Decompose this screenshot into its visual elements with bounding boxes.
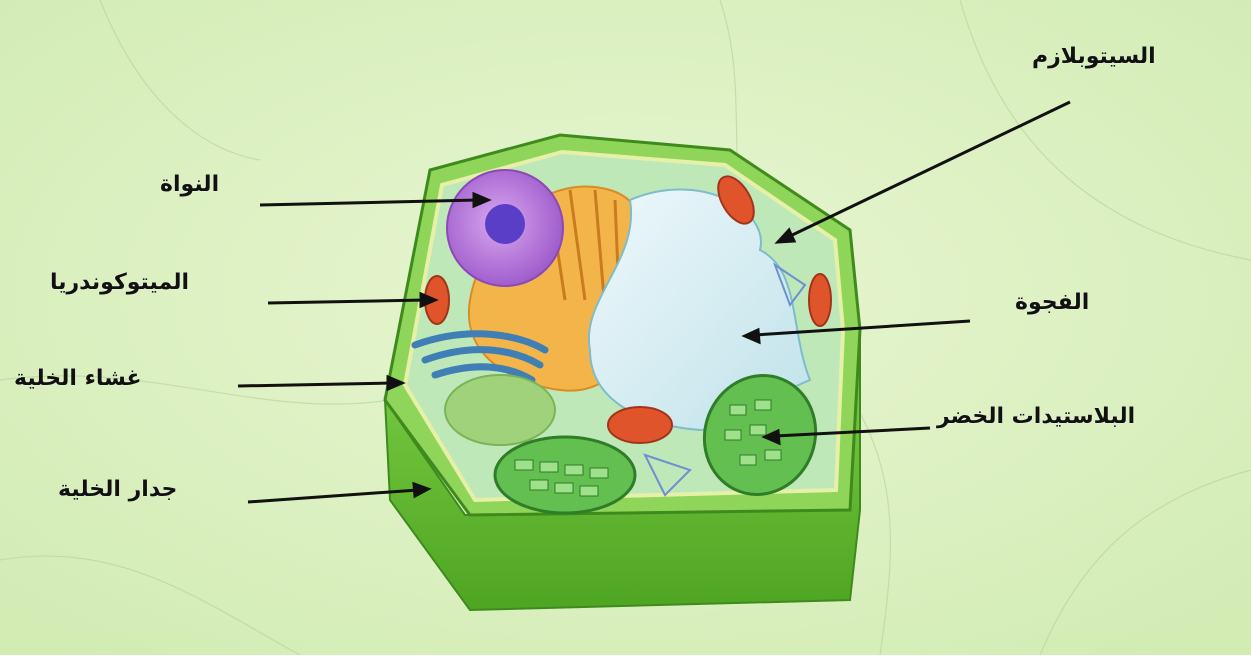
label-cell-membrane: غشاء الخلية [14, 366, 142, 391]
label-chloroplasts: البلاستيدات الخضر [937, 404, 1135, 429]
label-vacuole: الفجوة [1015, 290, 1089, 315]
label-cell-wall: جدار الخلية [58, 477, 177, 502]
label-cytoplasm: السيتوبلازم [1032, 44, 1156, 69]
golgi-vesicles [445, 375, 555, 445]
label-nucleus: النواة [160, 172, 219, 197]
nucleus [447, 170, 563, 286]
label-mitochondria: الميتوكوندريا [50, 270, 189, 295]
